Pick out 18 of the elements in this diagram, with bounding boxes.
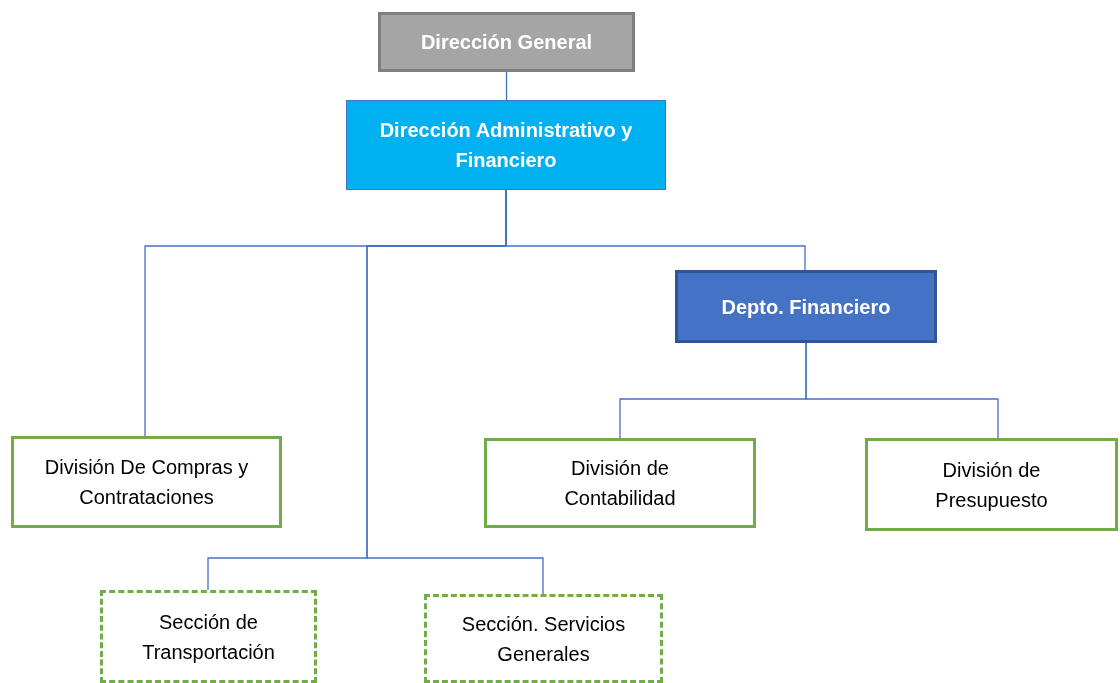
org-box bbox=[378, 12, 635, 72]
box-label: Sección de Transportación bbox=[141, 609, 276, 665]
dashed-org-box bbox=[100, 590, 317, 683]
box-label: Dirección Administrativo y Financiero bbox=[378, 118, 634, 173]
org-box bbox=[484, 438, 756, 528]
org-box bbox=[865, 438, 1118, 531]
box-label: División de Contabilidad bbox=[563, 456, 677, 511]
connector-line bbox=[505, 71, 508, 101]
org-box bbox=[675, 270, 937, 343]
connector-line bbox=[805, 342, 999, 439]
dashed-org-box bbox=[424, 594, 663, 683]
org-box bbox=[11, 436, 282, 528]
box-label: Dirección General bbox=[419, 30, 594, 55]
box-label: Depto. Financiero bbox=[720, 294, 892, 320]
box-label: División De Compras y Contrataciones bbox=[43, 455, 250, 510]
org-box bbox=[346, 100, 666, 190]
box-label: Sección. Servicios Generales bbox=[460, 611, 627, 667]
box-label: División de Presupuesto bbox=[934, 457, 1049, 513]
